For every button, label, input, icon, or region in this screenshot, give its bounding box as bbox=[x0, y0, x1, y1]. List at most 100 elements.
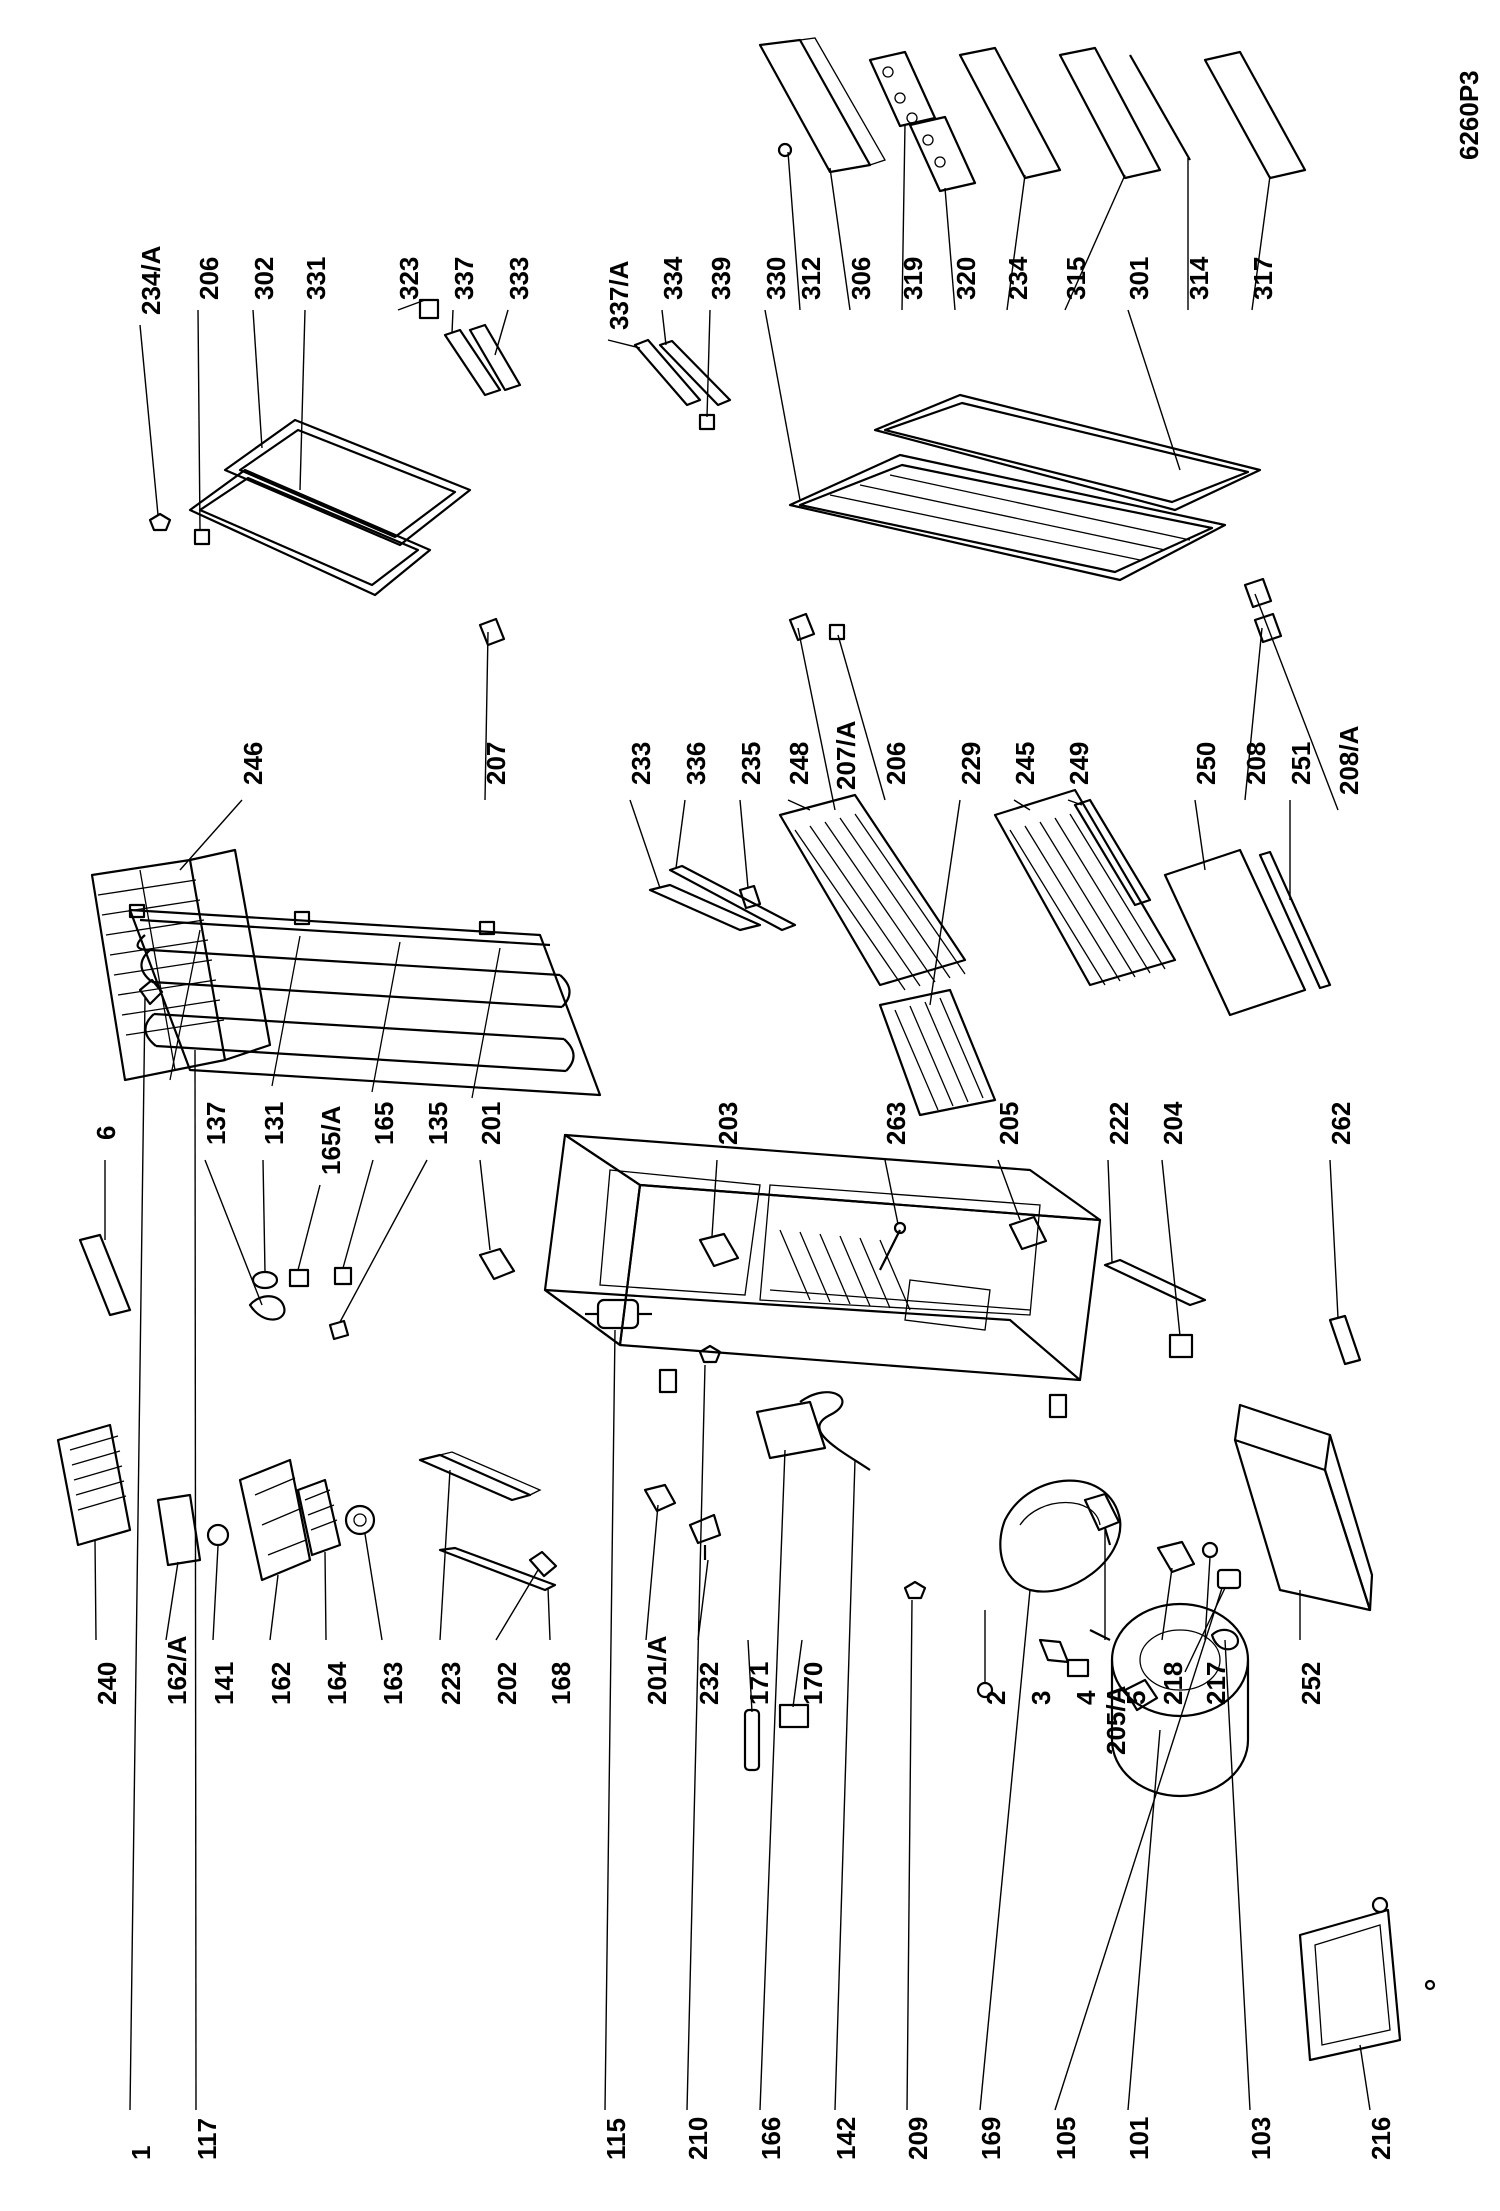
part-165A bbox=[288, 1268, 310, 1288]
label-208A: 208/A bbox=[1334, 725, 1364, 795]
label-301: 301 bbox=[1124, 257, 1154, 300]
part-207 bbox=[478, 617, 506, 647]
handle-part-337 bbox=[443, 328, 502, 397]
label-204: 204 bbox=[1158, 1101, 1188, 1145]
glass-shelf-part-250 bbox=[1163, 848, 1307, 1017]
door-gasket-part-301 bbox=[873, 393, 1262, 512]
door-shelf-part-234 bbox=[958, 46, 1062, 180]
label-115: 115 bbox=[601, 2118, 631, 2160]
crisper-drawer-part-252 bbox=[1233, 1403, 1374, 1612]
hinge-part-207A bbox=[788, 612, 816, 642]
label-209: 209 bbox=[903, 2117, 933, 2160]
label-317: 317 bbox=[1248, 257, 1278, 300]
label-234: 234 bbox=[1003, 256, 1033, 300]
label-337A: 337/A bbox=[604, 260, 634, 330]
label-165A: 165/A bbox=[316, 1105, 346, 1175]
part-312 bbox=[777, 142, 793, 158]
compressor-part-101 bbox=[1089, 1602, 1250, 1798]
label-162: 162 bbox=[266, 1662, 296, 1705]
label-312: 312 bbox=[796, 257, 826, 300]
handle-part-323 bbox=[418, 298, 440, 320]
label-201A: 201/A bbox=[642, 1635, 672, 1705]
part-135 bbox=[328, 1319, 350, 1341]
part-234A bbox=[148, 512, 172, 532]
trim-part-223 bbox=[418, 1451, 542, 1502]
part-262 bbox=[1328, 1314, 1362, 1366]
label-235: 235 bbox=[736, 742, 766, 785]
wire-shelf-part-248 bbox=[778, 793, 967, 991]
label-246: 246 bbox=[238, 742, 268, 785]
part-4 bbox=[1066, 1658, 1090, 1678]
label-141: 141 bbox=[209, 1662, 239, 1705]
trim-part-222 bbox=[1103, 1258, 1207, 1307]
handle-part-333 bbox=[468, 323, 522, 392]
label-6: 6 bbox=[91, 1126, 121, 1140]
label-263: 263 bbox=[881, 1102, 911, 1145]
label-330: 330 bbox=[761, 257, 791, 300]
rail-part-233 bbox=[648, 883, 762, 932]
label-337: 337 bbox=[449, 257, 479, 300]
relay-part-105 bbox=[1184, 1568, 1242, 1673]
label-4: 4 bbox=[1071, 1690, 1101, 1705]
label-245: 245 bbox=[1010, 742, 1040, 785]
pin-part-206b bbox=[828, 623, 846, 641]
label-206b: 206 bbox=[881, 742, 911, 785]
label-1: 1 bbox=[126, 2146, 156, 2160]
label-171: 171 bbox=[744, 1662, 774, 1705]
plate-part-166 bbox=[755, 1400, 827, 1460]
label-101: 101 bbox=[1124, 2117, 1154, 2160]
part-204 bbox=[1168, 1333, 1194, 1359]
label-229: 229 bbox=[956, 742, 986, 785]
egg-tray-part-320 bbox=[908, 115, 977, 193]
part-131 bbox=[251, 1270, 279, 1290]
drier-part-115 bbox=[585, 1298, 652, 1330]
rail-part-249 bbox=[1073, 798, 1152, 907]
label-3: 3 bbox=[1026, 1691, 1056, 1705]
wire-part-142 bbox=[799, 1391, 871, 1471]
grommet-part-210 bbox=[698, 1344, 722, 1364]
label-103: 103 bbox=[1246, 2117, 1276, 2160]
part-6 bbox=[78, 1233, 132, 1317]
label-206: 206 bbox=[194, 257, 224, 300]
label-162A: 162/A bbox=[162, 1635, 192, 1705]
label-334: 334 bbox=[658, 256, 688, 300]
egg-tray-part-319 bbox=[868, 50, 937, 128]
part-165 bbox=[333, 1266, 353, 1286]
label-164: 164 bbox=[322, 1661, 352, 1705]
label-222: 222 bbox=[1104, 1102, 1134, 1145]
freezer-door-part-302 bbox=[223, 418, 472, 547]
part-5 bbox=[1123, 1678, 1159, 1712]
door-gasket-part-331 bbox=[188, 468, 432, 597]
hinge-part-201 bbox=[478, 1247, 516, 1281]
label-331: 331 bbox=[301, 257, 331, 300]
bracket-part-235 bbox=[738, 884, 762, 910]
handle-part-337A bbox=[633, 338, 702, 407]
door-shelf-part-315 bbox=[1058, 46, 1162, 180]
label-203: 203 bbox=[713, 1102, 743, 1145]
label-208: 208 bbox=[1241, 742, 1271, 785]
part-3 bbox=[1038, 1638, 1070, 1664]
label-320: 320 bbox=[951, 257, 981, 300]
label-170: 170 bbox=[798, 1662, 828, 1705]
diagram-code: 6260P3 bbox=[1454, 70, 1484, 160]
ice-tray-part-240 bbox=[56, 1423, 132, 1547]
label-210: 210 bbox=[683, 2117, 713, 2160]
label-137: 137 bbox=[201, 1102, 231, 1145]
part-208 bbox=[1253, 612, 1283, 644]
label-323: 323 bbox=[394, 257, 424, 300]
label-168: 168 bbox=[546, 1662, 576, 1705]
wire-shelf-part-229 bbox=[878, 988, 997, 1117]
foot-part-232 bbox=[688, 1513, 722, 1560]
thermostat-box-part-162A bbox=[156, 1493, 202, 1567]
leader-lines bbox=[94, 123, 1371, 2111]
label-131: 131 bbox=[259, 1102, 289, 1145]
wire-shelf-part-245 bbox=[993, 788, 1177, 987]
hinge-part-205 bbox=[1008, 1215, 1048, 1251]
label-207A: 207/A bbox=[831, 720, 861, 790]
hinge-part-203 bbox=[698, 1232, 740, 1268]
knob-part-141 bbox=[206, 1523, 230, 1547]
part-171 bbox=[743, 1708, 761, 1772]
label-205A: 205/A bbox=[1101, 1685, 1131, 1755]
label-232: 232 bbox=[694, 1662, 724, 1705]
